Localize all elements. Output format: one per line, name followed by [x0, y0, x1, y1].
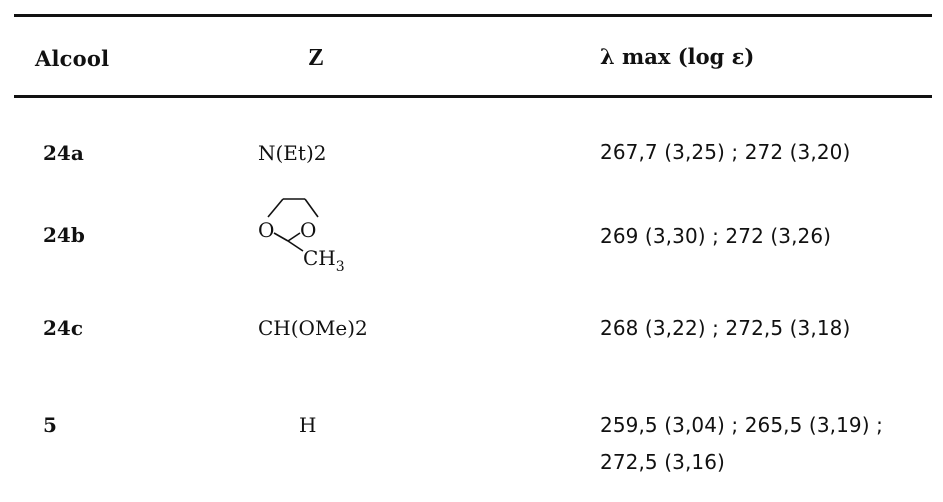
structure-oxygen-left: O — [258, 218, 274, 242]
row-24c-lambda: 268 (3,22) ; 272,5 (3,18) — [600, 316, 851, 340]
row-5-alcool: 5 — [43, 413, 57, 437]
row-24c-z: CH(OMe)2 — [258, 316, 368, 340]
structure-methyl-subscript: 3 — [336, 259, 345, 275]
row-24a-lambda: 267,7 (3,25) ; 272 (3,20) — [600, 140, 851, 164]
table-top-rule — [14, 14, 932, 17]
row-24a-z: N(Et)2 — [258, 141, 327, 165]
row-24b-lambda: 269 (3,30) ; 272 (3,26) — [600, 224, 832, 248]
dioxolane-structure-24b: O O CH3 — [258, 198, 345, 275]
row-24a-alcool: 24a — [43, 141, 84, 165]
header-z: Z — [308, 45, 325, 71]
structure-oxygen-right: O — [300, 218, 316, 242]
row-5-lambda: 259,5 (3,04) ; 265,5 (3,19) ; — [600, 413, 883, 437]
row-24c-alcool: 24c — [43, 316, 84, 340]
table-header-rule — [14, 95, 932, 98]
structure-methyl: CH3 — [303, 246, 345, 275]
structure-methyl-c: CH — [303, 246, 336, 270]
row-5-z: H — [299, 413, 317, 437]
row-24b-alcool: 24b — [43, 223, 85, 247]
header-alcool: Alcool — [35, 46, 110, 71]
row-5-lambda-continued: 272,5 (3,16) — [600, 450, 725, 474]
header-lambda-max: λ max (log ε) — [600, 44, 755, 69]
